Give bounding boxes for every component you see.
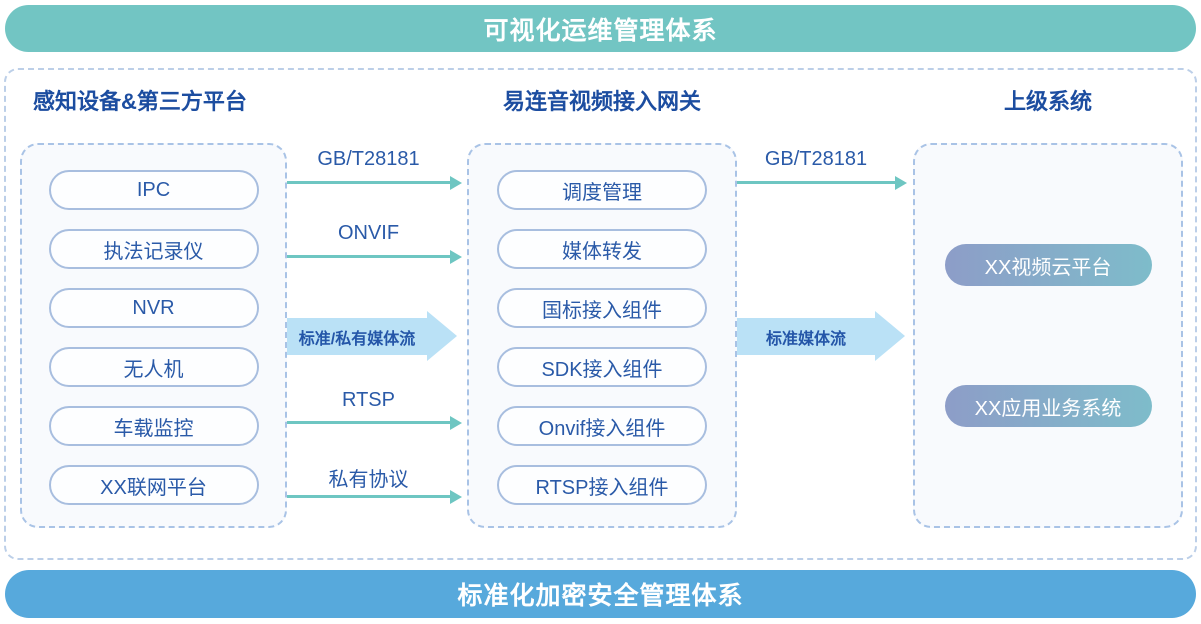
arrow-line xyxy=(737,181,895,184)
arrow-line xyxy=(287,495,450,498)
flow-label-gbt28181-left: GB/T28181 xyxy=(317,148,420,170)
upper-system-node: XX应用业务系统 xyxy=(944,385,1152,427)
big-arrow-standard-media: 标准媒体流 xyxy=(737,318,875,355)
big-arrow-standard-private-media: 标准/私有媒体流 xyxy=(287,318,427,355)
gateway-column-title: 易连音视频接入网关 xyxy=(502,89,701,114)
device-node: 车载监控 xyxy=(48,406,259,446)
device-node: IPC xyxy=(48,170,259,210)
gateway-node: RTSP接入组件 xyxy=(497,465,707,505)
devices-column-box: IPC 执法记录仪 NVR 无人机 车载监控 XX联网平台 xyxy=(20,143,287,528)
upper-system-node: XX视频云平台 xyxy=(944,244,1152,286)
gateway-node: 调度管理 xyxy=(497,170,707,210)
arrow-head-icon xyxy=(450,416,462,430)
arrow-head-icon xyxy=(450,250,462,264)
flow-label-onvif: ONVIF xyxy=(337,222,400,244)
device-node: XX联网平台 xyxy=(48,465,259,505)
gateway-node: 媒体转发 xyxy=(497,229,707,269)
gateway-node: 国标接入组件 xyxy=(497,288,707,328)
arrow-line xyxy=(287,181,450,184)
flow-label-rtsp: RTSP xyxy=(342,389,395,411)
top-banner-label: 可视化运维管理体系 xyxy=(483,16,718,45)
devices-column-title: 感知设备&第三方平台 xyxy=(33,89,247,114)
arrow-line xyxy=(287,421,450,424)
arrow-line xyxy=(287,255,450,258)
upper-column-box: XX视频云平台 XX应用业务系统 xyxy=(913,143,1183,528)
device-node: 执法记录仪 xyxy=(48,229,259,269)
gateway-node: Onvif接入组件 xyxy=(497,406,707,446)
arrow-head-icon xyxy=(450,176,462,190)
arrow-head-icon xyxy=(450,490,462,504)
device-node: 无人机 xyxy=(48,347,259,387)
bottom-banner-label: 标准化加密安全管理体系 xyxy=(457,582,744,610)
top-banner: 可视化运维管理体系 xyxy=(5,5,1196,52)
bottom-banner: 标准化加密安全管理体系 xyxy=(5,570,1196,618)
big-arrow-head-icon xyxy=(875,311,905,361)
flow-label-gbt28181-right: GB/T28181 xyxy=(764,148,868,170)
flow-label-private-protocol: 私有协议 xyxy=(328,469,409,491)
gateway-column-box: 调度管理 媒体转发 国标接入组件 SDK接入组件 Onvif接入组件 RTSP接… xyxy=(467,143,737,528)
gateway-node: SDK接入组件 xyxy=(497,347,707,387)
arrow-head-icon xyxy=(895,176,907,190)
big-arrow-head-icon xyxy=(427,311,457,361)
upper-column-title: 上级系统 xyxy=(1003,89,1092,114)
device-node: NVR xyxy=(48,288,259,328)
